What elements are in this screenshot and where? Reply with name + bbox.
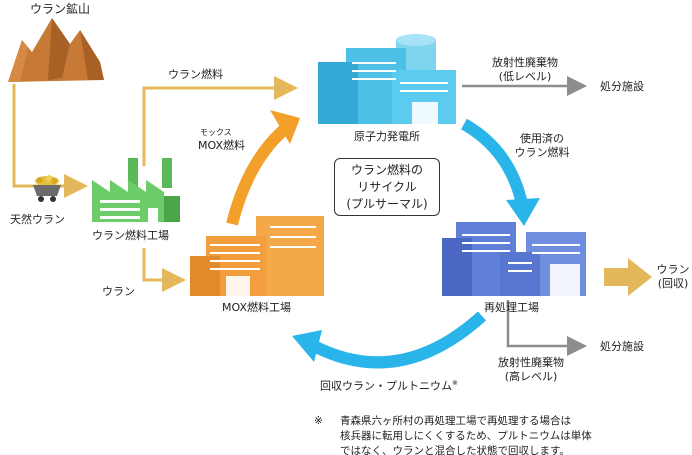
uranium-recovered-label: ウラン (回収) (656, 263, 690, 291)
waste-high-line1: 放射性廃棄物 (498, 356, 564, 369)
disposal-facility-high-label: 処分施設 (600, 340, 644, 353)
reprocessing-plant-icon (442, 222, 586, 296)
uranium-recovered-line2: (回収) (657, 277, 689, 290)
minecart-icon (33, 175, 61, 202)
recovered-label: 回収ウラン・プルトニウム※ (320, 376, 458, 394)
waste-low-line2: (低レベル) (498, 70, 552, 83)
center-line2: リサイクル (357, 180, 417, 194)
waste-low-label: 放射性廃棄物 (低レベル) (480, 56, 570, 84)
recovered-text: 回収ウラン・プルトニウム (320, 379, 452, 393)
power-plant-icon (318, 34, 456, 124)
waste-arrows (462, 76, 587, 356)
spent-fuel-line1: 使用済の (520, 132, 564, 145)
spent-fuel-label: 使用済の ウラン燃料 (510, 132, 574, 160)
center-line3: (プルサーマル) (346, 197, 428, 211)
mox-fuel-label: MOX燃料 (198, 139, 245, 152)
mine-icon (8, 18, 104, 82)
footnote-line3: ではなく、ウランと混合した状態で回収します。 (340, 445, 570, 455)
waste-high-label: 放射性廃棄物 (高レベル) (486, 356, 576, 384)
waste-low-line1: 放射性廃棄物 (492, 56, 558, 69)
footnote-mark: ※ (314, 415, 323, 427)
uranium-recovered-arrow (604, 258, 652, 296)
natural-uranium-label: 天然ウラン (10, 213, 65, 226)
disposal-facility-low-label: 処分施設 (600, 80, 644, 93)
footnote-body: 青森県六ヶ所村の再処理工場で再処理する場合は 核兵器に転用しにくくするため、プル… (340, 414, 592, 455)
uranium-fuel-flow-label: ウラン燃料 (168, 68, 223, 81)
footnote-line2: 核兵器に転用しにくくするため、プルトニウムは単体 (340, 430, 592, 442)
spent-fuel-line2: ウラン燃料 (514, 146, 570, 159)
uranium-fuel-plant-label: ウラン燃料工場 (92, 229, 169, 242)
center-line1: ウラン燃料の (350, 163, 423, 177)
recycle-center-box: ウラン燃料の リサイクル (プルサーマル) (334, 158, 440, 216)
recovered-arrow (292, 311, 487, 369)
recovered-mark: ※ (452, 379, 458, 387)
uranium-recovered-line1: ウラン (656, 263, 690, 276)
uranium-fuel-plant-icon (92, 158, 180, 222)
reprocessing-plant-label: 再処理工場 (484, 301, 539, 314)
uranium-flow-label: ウラン (102, 285, 135, 298)
mox-fuel-arrow (226, 110, 300, 226)
mox-fuel-plant-icon (190, 216, 324, 296)
mox-plant-label: MOX燃料工場 (222, 301, 291, 314)
mine-label: ウラン鉱山 (30, 2, 91, 16)
spent-fuel-arrow (460, 118, 540, 226)
mox-ruby-label: モックス (200, 128, 232, 137)
waste-high-line2: (高レベル) (504, 370, 558, 383)
footnote-line1: 青森県六ヶ所村の再処理工場で再処理する場合は (340, 415, 571, 427)
power-plant-label: 原子力発電所 (354, 130, 420, 143)
